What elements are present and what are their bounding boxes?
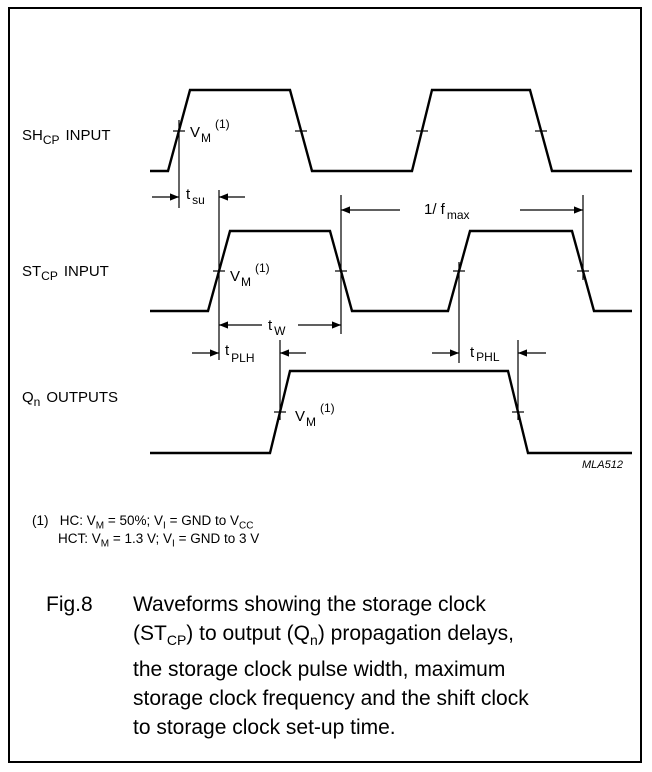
vm-label-sh: VM(1) (190, 117, 230, 145)
vm-label-st: VM(1) (230, 261, 270, 289)
reference-lines (178, 120, 584, 420)
vm-label-q: VM(1) (295, 401, 335, 429)
footnote-hc: (1) HC: VM = 50%; VI = GND to VCC (32, 513, 254, 532)
drawing-code: MLA512 (582, 459, 623, 471)
figure-number: Fig.8 (46, 593, 93, 616)
timing-arrows (152, 193, 583, 357)
caption-text: Waveforms showing the storage clock (STC… (133, 593, 529, 740)
qn-output-waveform (150, 369, 632, 455)
figure-frame (8, 7, 642, 763)
footnote-hct: HCT: VM = 1.3 V; VI = GND to 3 V (58, 531, 260, 550)
